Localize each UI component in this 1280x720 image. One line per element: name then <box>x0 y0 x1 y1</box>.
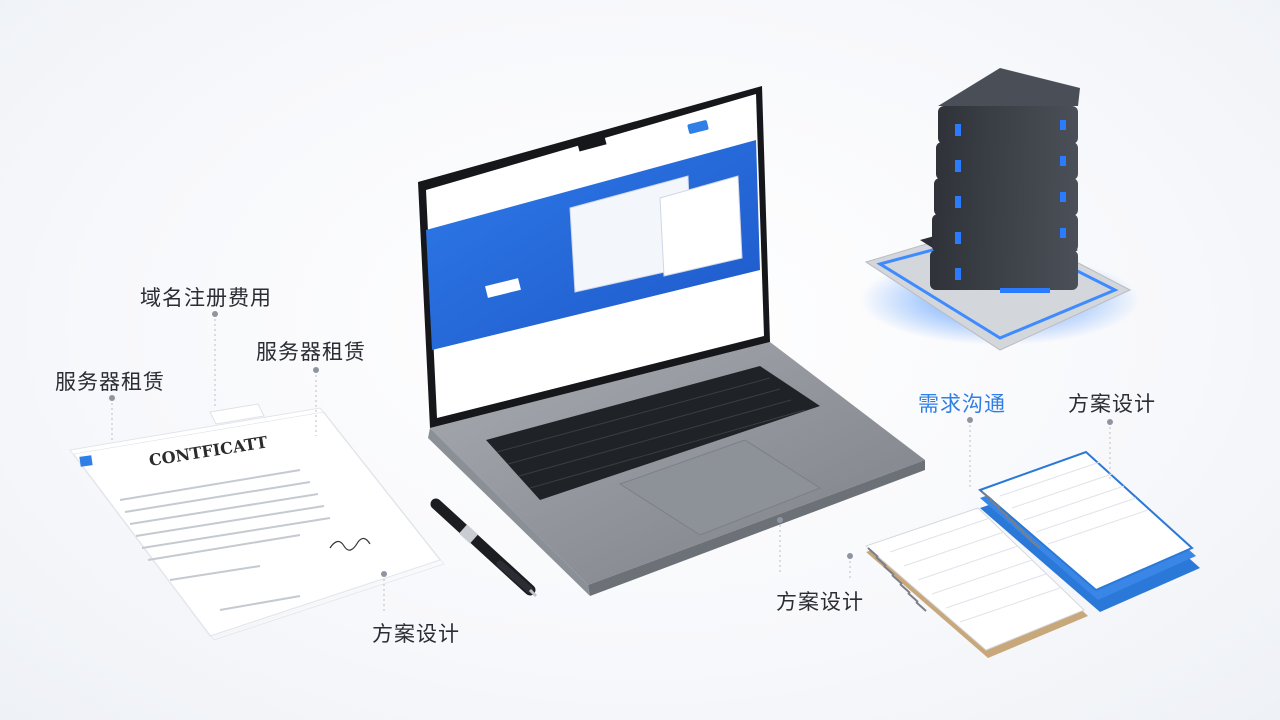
laptop-trackpad <box>618 439 822 536</box>
callout-lines <box>111 314 1111 612</box>
certificate-logo <box>79 455 93 467</box>
screen-cta-button <box>485 278 521 298</box>
certificate-text-lines <box>119 469 331 611</box>
label-needs-communication: 需求沟通 <box>918 392 1006 416</box>
keyboard-keys <box>496 377 806 489</box>
screen-header-button <box>687 120 709 134</box>
laptop-notch <box>577 136 607 152</box>
label-domain-fee: 域名注册费用 <box>140 286 272 310</box>
laptop-keyboard <box>486 366 820 500</box>
certificate-signature <box>329 537 371 551</box>
server-tower <box>860 68 1140 351</box>
pen <box>430 498 538 598</box>
label-plan-design-bottom-mid: 方案设计 <box>776 590 864 614</box>
domain-card <box>209 403 265 425</box>
certificate-document: CONTFICATT <box>69 407 445 641</box>
notebook-spiral <box>981 491 1041 549</box>
screen-dashboard-mockup-2 <box>659 175 743 277</box>
laptop <box>418 86 925 596</box>
label-plan-design-top-right: 方案设计 <box>1068 392 1156 416</box>
label-server-rent-left: 服务器租赁 <box>55 370 165 394</box>
callout-dots <box>109 311 1113 577</box>
notebook-front <box>865 507 1088 658</box>
server-led-lights <box>955 120 1066 293</box>
label-plan-design-bottom-left: 方案设计 <box>372 622 460 646</box>
notebook-stack <box>978 450 1200 612</box>
label-server-rent-right: 服务器租赁 <box>256 340 366 364</box>
